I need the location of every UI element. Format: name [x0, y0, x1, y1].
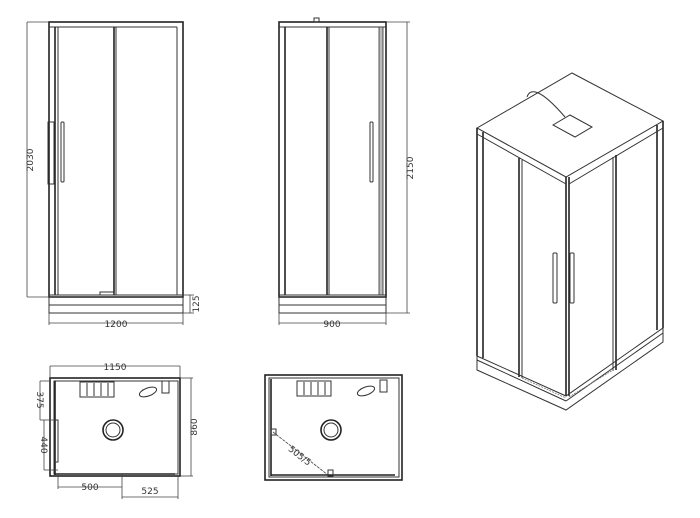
- drain: [102, 419, 124, 441]
- tray-height-label: 125: [192, 295, 202, 312]
- iso-handle-right: [569, 252, 575, 304]
- door-handle: [60, 121, 65, 183]
- side-door-handle: [369, 121, 374, 183]
- isometric-view: [475, 72, 665, 411]
- front-width-label: 1200: [105, 320, 128, 330]
- side-height-label: 2150: [406, 156, 416, 179]
- plan-view-diagonal: 505/5: [264, 374, 403, 481]
- iso-tray: [476, 327, 664, 411]
- side-profile: [378, 26, 384, 296]
- shower-mixer-2: [356, 385, 376, 397]
- side-elevation: 2150 900: [278, 17, 416, 330]
- drain-2: [320, 419, 342, 441]
- wall-channel: [47, 121, 55, 185]
- side-width-label: 900: [323, 320, 340, 330]
- plan-lower-side-label: 440: [38, 436, 48, 453]
- plan-width-label: 1150: [104, 363, 127, 373]
- shelf: [79, 381, 115, 398]
- shower-hose: [526, 91, 566, 118]
- valve-2: [379, 379, 388, 393]
- front-height-label: 2030: [26, 148, 36, 171]
- door-profile: [53, 419, 59, 463]
- plan-upper-side-label: 375: [34, 391, 44, 408]
- overhead-outlet: [313, 17, 320, 23]
- plan2-diagonal-label: 505/5: [286, 444, 313, 468]
- iso-handle-left: [552, 252, 558, 304]
- rain-shower-head: [551, 114, 594, 138]
- plan-bottom-left-label: 500: [81, 483, 98, 493]
- diagonal-dim-line: [272, 431, 329, 476]
- plan-view-dimensioned: 1150 860 375 440 500 525: [34, 363, 200, 499]
- plan-frame: [49, 377, 181, 477]
- shelf-2: [296, 380, 332, 397]
- plan2-frame: [264, 374, 403, 481]
- plan-bottom-right-label: 525: [141, 487, 158, 497]
- valve: [161, 380, 170, 394]
- front-elevation: 2030 1200 125: [26, 21, 202, 330]
- shower-mixer: [138, 386, 158, 398]
- iso-roof: [475, 72, 665, 178]
- plan-depth-label: 860: [190, 418, 200, 435]
